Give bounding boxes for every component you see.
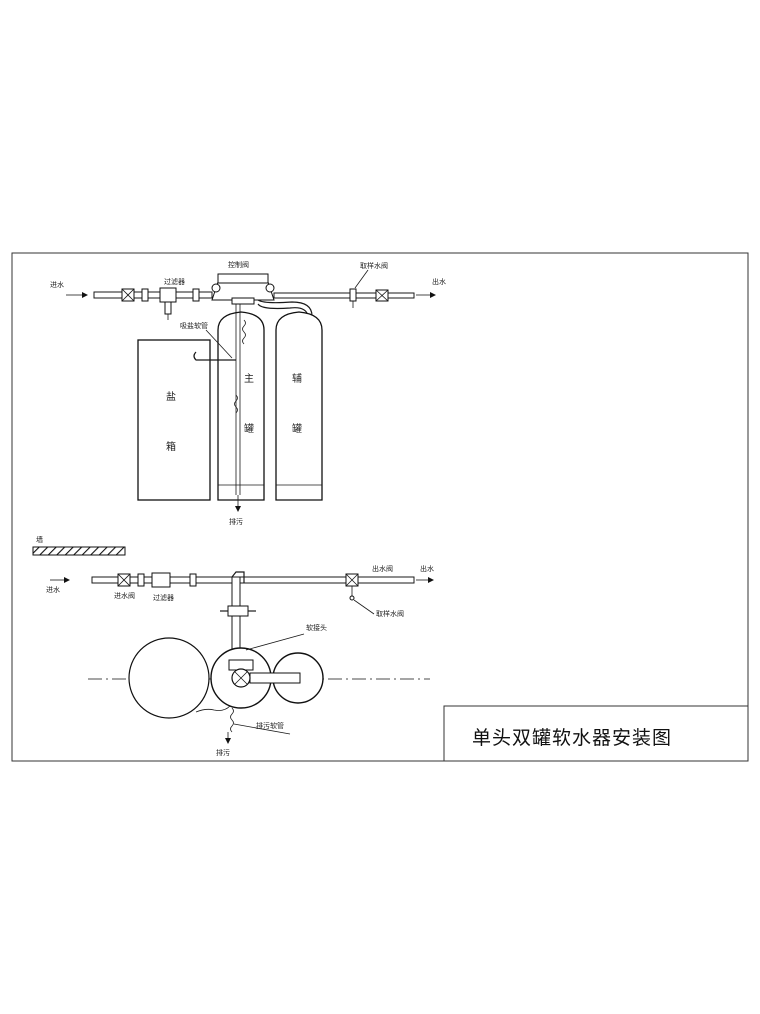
elevation-view: 进水 过滤器 控制阀 bbox=[50, 260, 446, 526]
plan-valve-head-icon bbox=[228, 659, 254, 688]
outlet-label: 出水 bbox=[432, 277, 446, 286]
plan-filter-label: 过滤器 bbox=[153, 593, 174, 602]
plan-drain-label: 排污 bbox=[216, 748, 230, 757]
wall-label: 墙 bbox=[36, 535, 43, 544]
plan-inlet-valve-label: 进水阀 bbox=[114, 591, 135, 600]
aux-tank-label-2: 罐 bbox=[292, 422, 302, 435]
plan-filter-icon bbox=[151, 572, 171, 588]
aux-tank: 辅 罐 bbox=[275, 311, 323, 501]
drawing-frame bbox=[11, 252, 749, 762]
filter-label: 过滤器 bbox=[164, 277, 185, 286]
inlet-label: 进水 bbox=[50, 280, 64, 289]
salt-box-label-1: 盐 bbox=[166, 390, 176, 403]
control-valve-head bbox=[211, 273, 275, 305]
plan-inlet-label: 进水 bbox=[46, 585, 60, 594]
brine-pipe-label: 吸盐软管 bbox=[180, 321, 208, 330]
soft-joint-label: 软接头 bbox=[306, 623, 327, 632]
plan-outlet-valve-icon bbox=[345, 573, 359, 587]
inlet-valve-icon bbox=[121, 288, 135, 302]
plan-sample-valve-label: 取样水阀 bbox=[376, 609, 404, 618]
aux-tank-label-1: 辅 bbox=[292, 372, 302, 385]
plan-inlet-valve-icon bbox=[117, 573, 131, 587]
salt-box: 盐 箱 bbox=[137, 339, 211, 501]
main-tank-label-2: 罐 bbox=[244, 422, 254, 435]
plan-salt-box bbox=[128, 637, 210, 719]
filter-icon bbox=[159, 287, 177, 320]
valve-head-label: 控制阀 bbox=[228, 260, 249, 269]
drawing-title: 单头双罐软水器安装图 bbox=[472, 727, 672, 749]
plan-outlet-valve-label: 出水阀 bbox=[372, 564, 393, 573]
wall-hatch bbox=[32, 546, 126, 556]
title-block bbox=[443, 705, 749, 762]
outlet-valve-icon bbox=[375, 289, 389, 302]
main-tank: 主 罐 bbox=[217, 304, 265, 501]
sample-valve-label: 取样水阀 bbox=[360, 261, 388, 270]
plan-outlet-label: 出水 bbox=[420, 564, 434, 573]
plan-view: 墙 进水 进水阀 过滤器 出水阀 出水 bbox=[32, 535, 434, 757]
salt-box-label-2: 箱 bbox=[166, 440, 176, 453]
drain-label: 排污 bbox=[229, 517, 243, 526]
drain-hose-label: 排污软管 bbox=[256, 721, 284, 730]
main-tank-label-1: 主 bbox=[244, 373, 254, 385]
